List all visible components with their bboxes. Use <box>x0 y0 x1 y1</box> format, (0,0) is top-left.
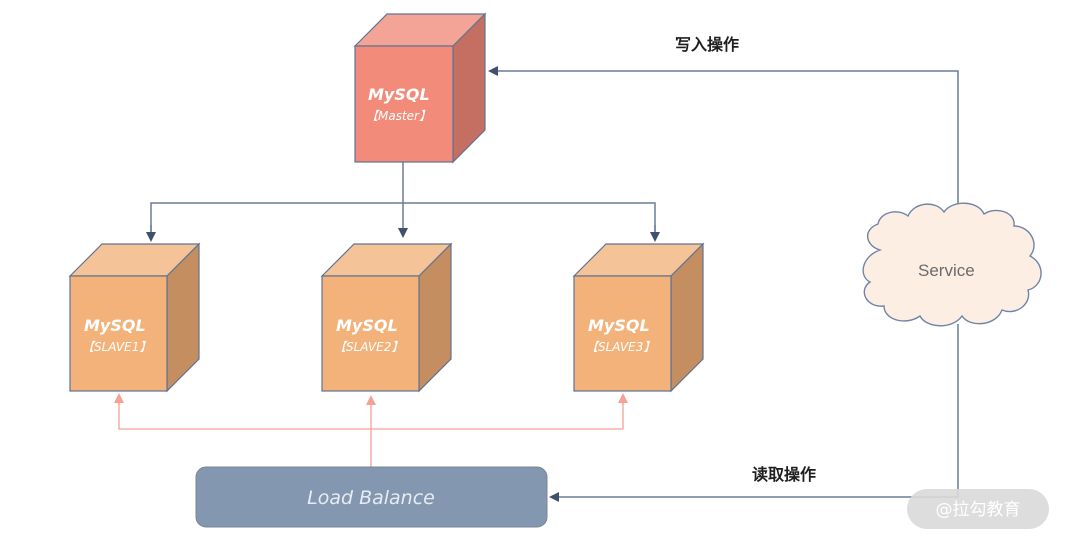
watermark: @拉勾教育 <box>907 489 1049 529</box>
slave2-title: MySQL <box>336 316 398 335</box>
load-balance-node[interactable]: Load Balance <box>195 466 548 528</box>
watermark-text: @拉勾教育 <box>936 500 1021 520</box>
mysql-slave3-node[interactable]: MySQL 【SLAVE3】 <box>572 242 705 393</box>
master-subtitle: 【Master】 <box>366 109 431 123</box>
watermark-pill <box>907 489 1049 529</box>
cloud-shape <box>862 202 1042 327</box>
service-node[interactable]: Service <box>862 202 1042 327</box>
slave3-title: MySQL <box>588 316 650 335</box>
slave1-subtitle: 【SLAVE1】 <box>82 340 151 354</box>
master-front-face <box>354 45 454 163</box>
mysql-slave2-node[interactable]: MySQL 【SLAVE2】 <box>320 242 453 393</box>
balance-lines <box>114 393 628 467</box>
slave2-front-face <box>321 275 420 392</box>
balance-branch-line <box>118 397 624 430</box>
replication-branch-line <box>150 202 656 236</box>
master-title: MySQL <box>368 85 430 104</box>
load-balance-label: Load Balance <box>307 487 435 509</box>
service-label: Service <box>918 261 975 280</box>
slave1-title: MySQL <box>84 316 146 335</box>
slave2-subtitle: 【SLAVE2】 <box>334 340 403 354</box>
replication-lines <box>146 162 660 242</box>
write-operation-label: 写入操作 <box>675 35 739 54</box>
mysql-slave1-node[interactable]: MySQL 【SLAVE1】 <box>68 242 201 393</box>
load-balance-box <box>195 466 548 528</box>
read-operation-label: 读取操作 <box>752 465 816 484</box>
write-path-line <box>488 66 959 222</box>
slave1-front-face <box>69 275 168 392</box>
slave3-front-face <box>573 275 672 392</box>
mysql-master-node[interactable]: MySQL 【Master】 <box>353 12 487 164</box>
slave3-subtitle: 【SLAVE3】 <box>586 340 655 354</box>
